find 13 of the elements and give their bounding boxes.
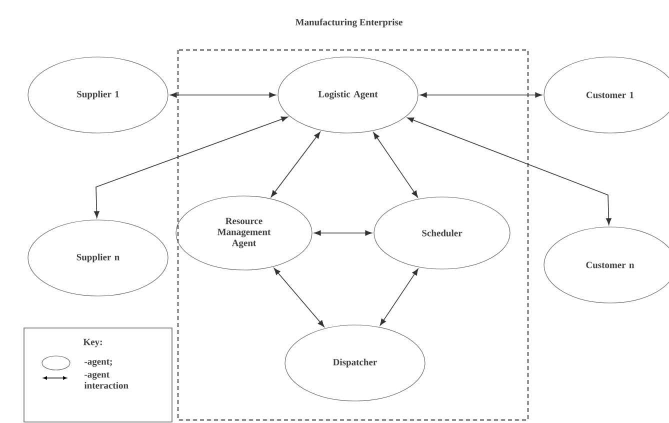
interaction-arrow [373,132,418,198]
legend-text: -agent; [84,359,112,367]
interaction-arrow [407,117,612,225]
interaction-arrow [94,116,288,218]
legend-text: -agent interaction [84,372,128,389]
interaction-arrow [314,230,372,236]
interaction-arrow [274,268,324,328]
interaction-arrow [170,92,276,98]
interaction-arrow [270,132,320,198]
interaction-arrow [380,268,418,326]
node-label: Manufacturing Enterprise [295,18,402,28]
key-heading: Key: [83,338,102,348]
interaction-arrow [420,92,542,98]
